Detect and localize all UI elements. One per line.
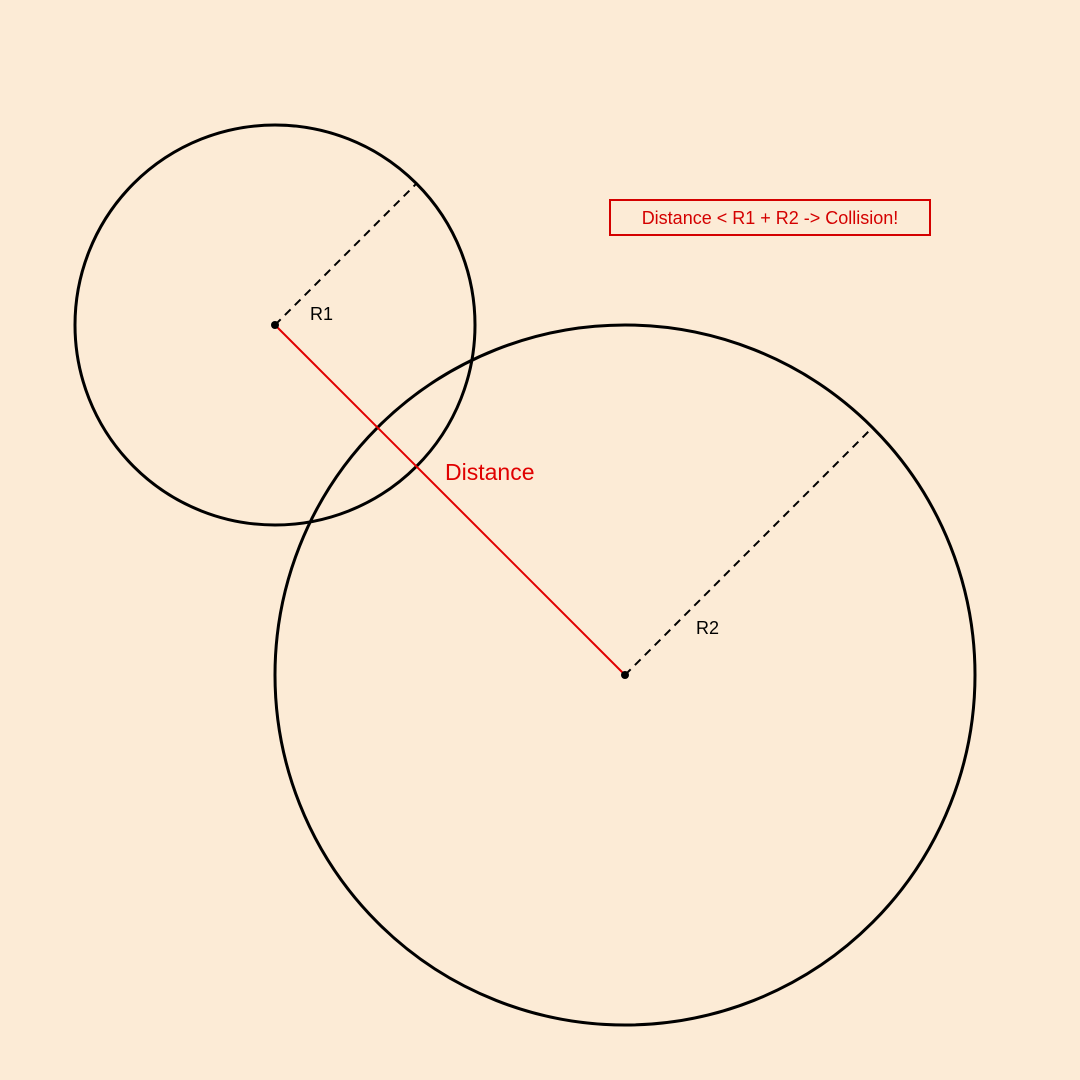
radius-2-line [624,426,874,676]
circle-2-center [621,671,629,679]
r2-label: R2 [696,618,719,638]
circle-1-center [271,321,279,329]
circle-2 [273,323,977,1027]
circle-1 [73,123,477,527]
collision-note-box [609,199,931,236]
r1-label: R1 [310,304,333,324]
radius-1-line [274,182,418,326]
collision-note-text: Distance < R1 + R2 -> Collision! [642,208,899,228]
distance-line [274,324,626,676]
distance-label: Distance [445,459,534,485]
